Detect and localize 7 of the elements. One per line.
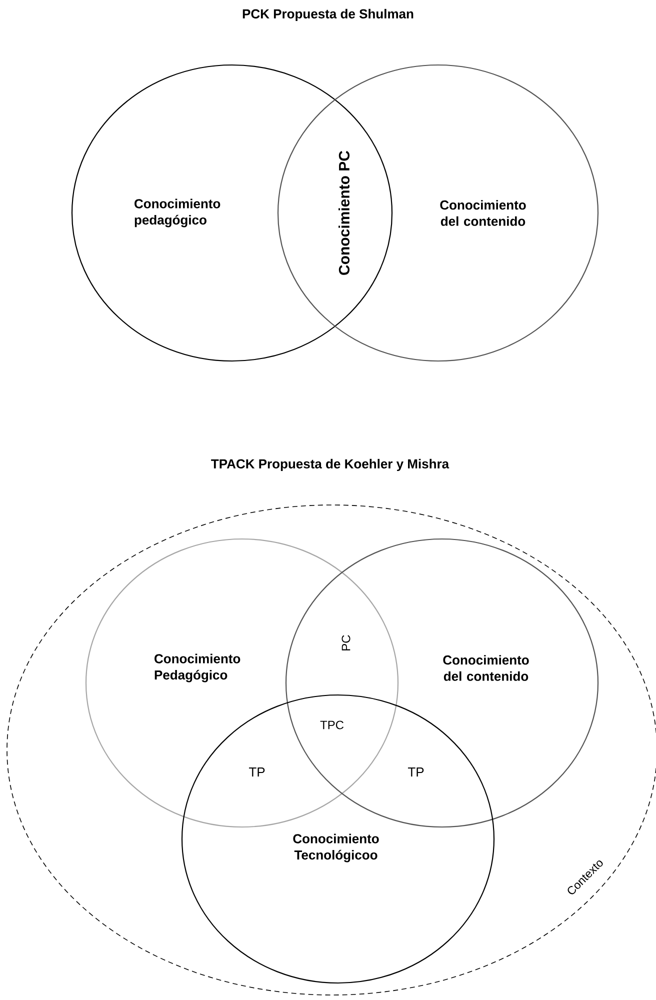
title: PCK Propuesta de Shulman	[242, 8, 414, 22]
region-label: Conocimiento PC	[338, 150, 350, 275]
region-label: TP	[408, 768, 424, 776]
region-label: TP	[249, 768, 265, 776]
region-label: PC	[342, 635, 350, 650]
region-label: TPC	[320, 720, 344, 730]
heading: TPACK Propuesta de Koehler y Mishra	[211, 458, 450, 472]
